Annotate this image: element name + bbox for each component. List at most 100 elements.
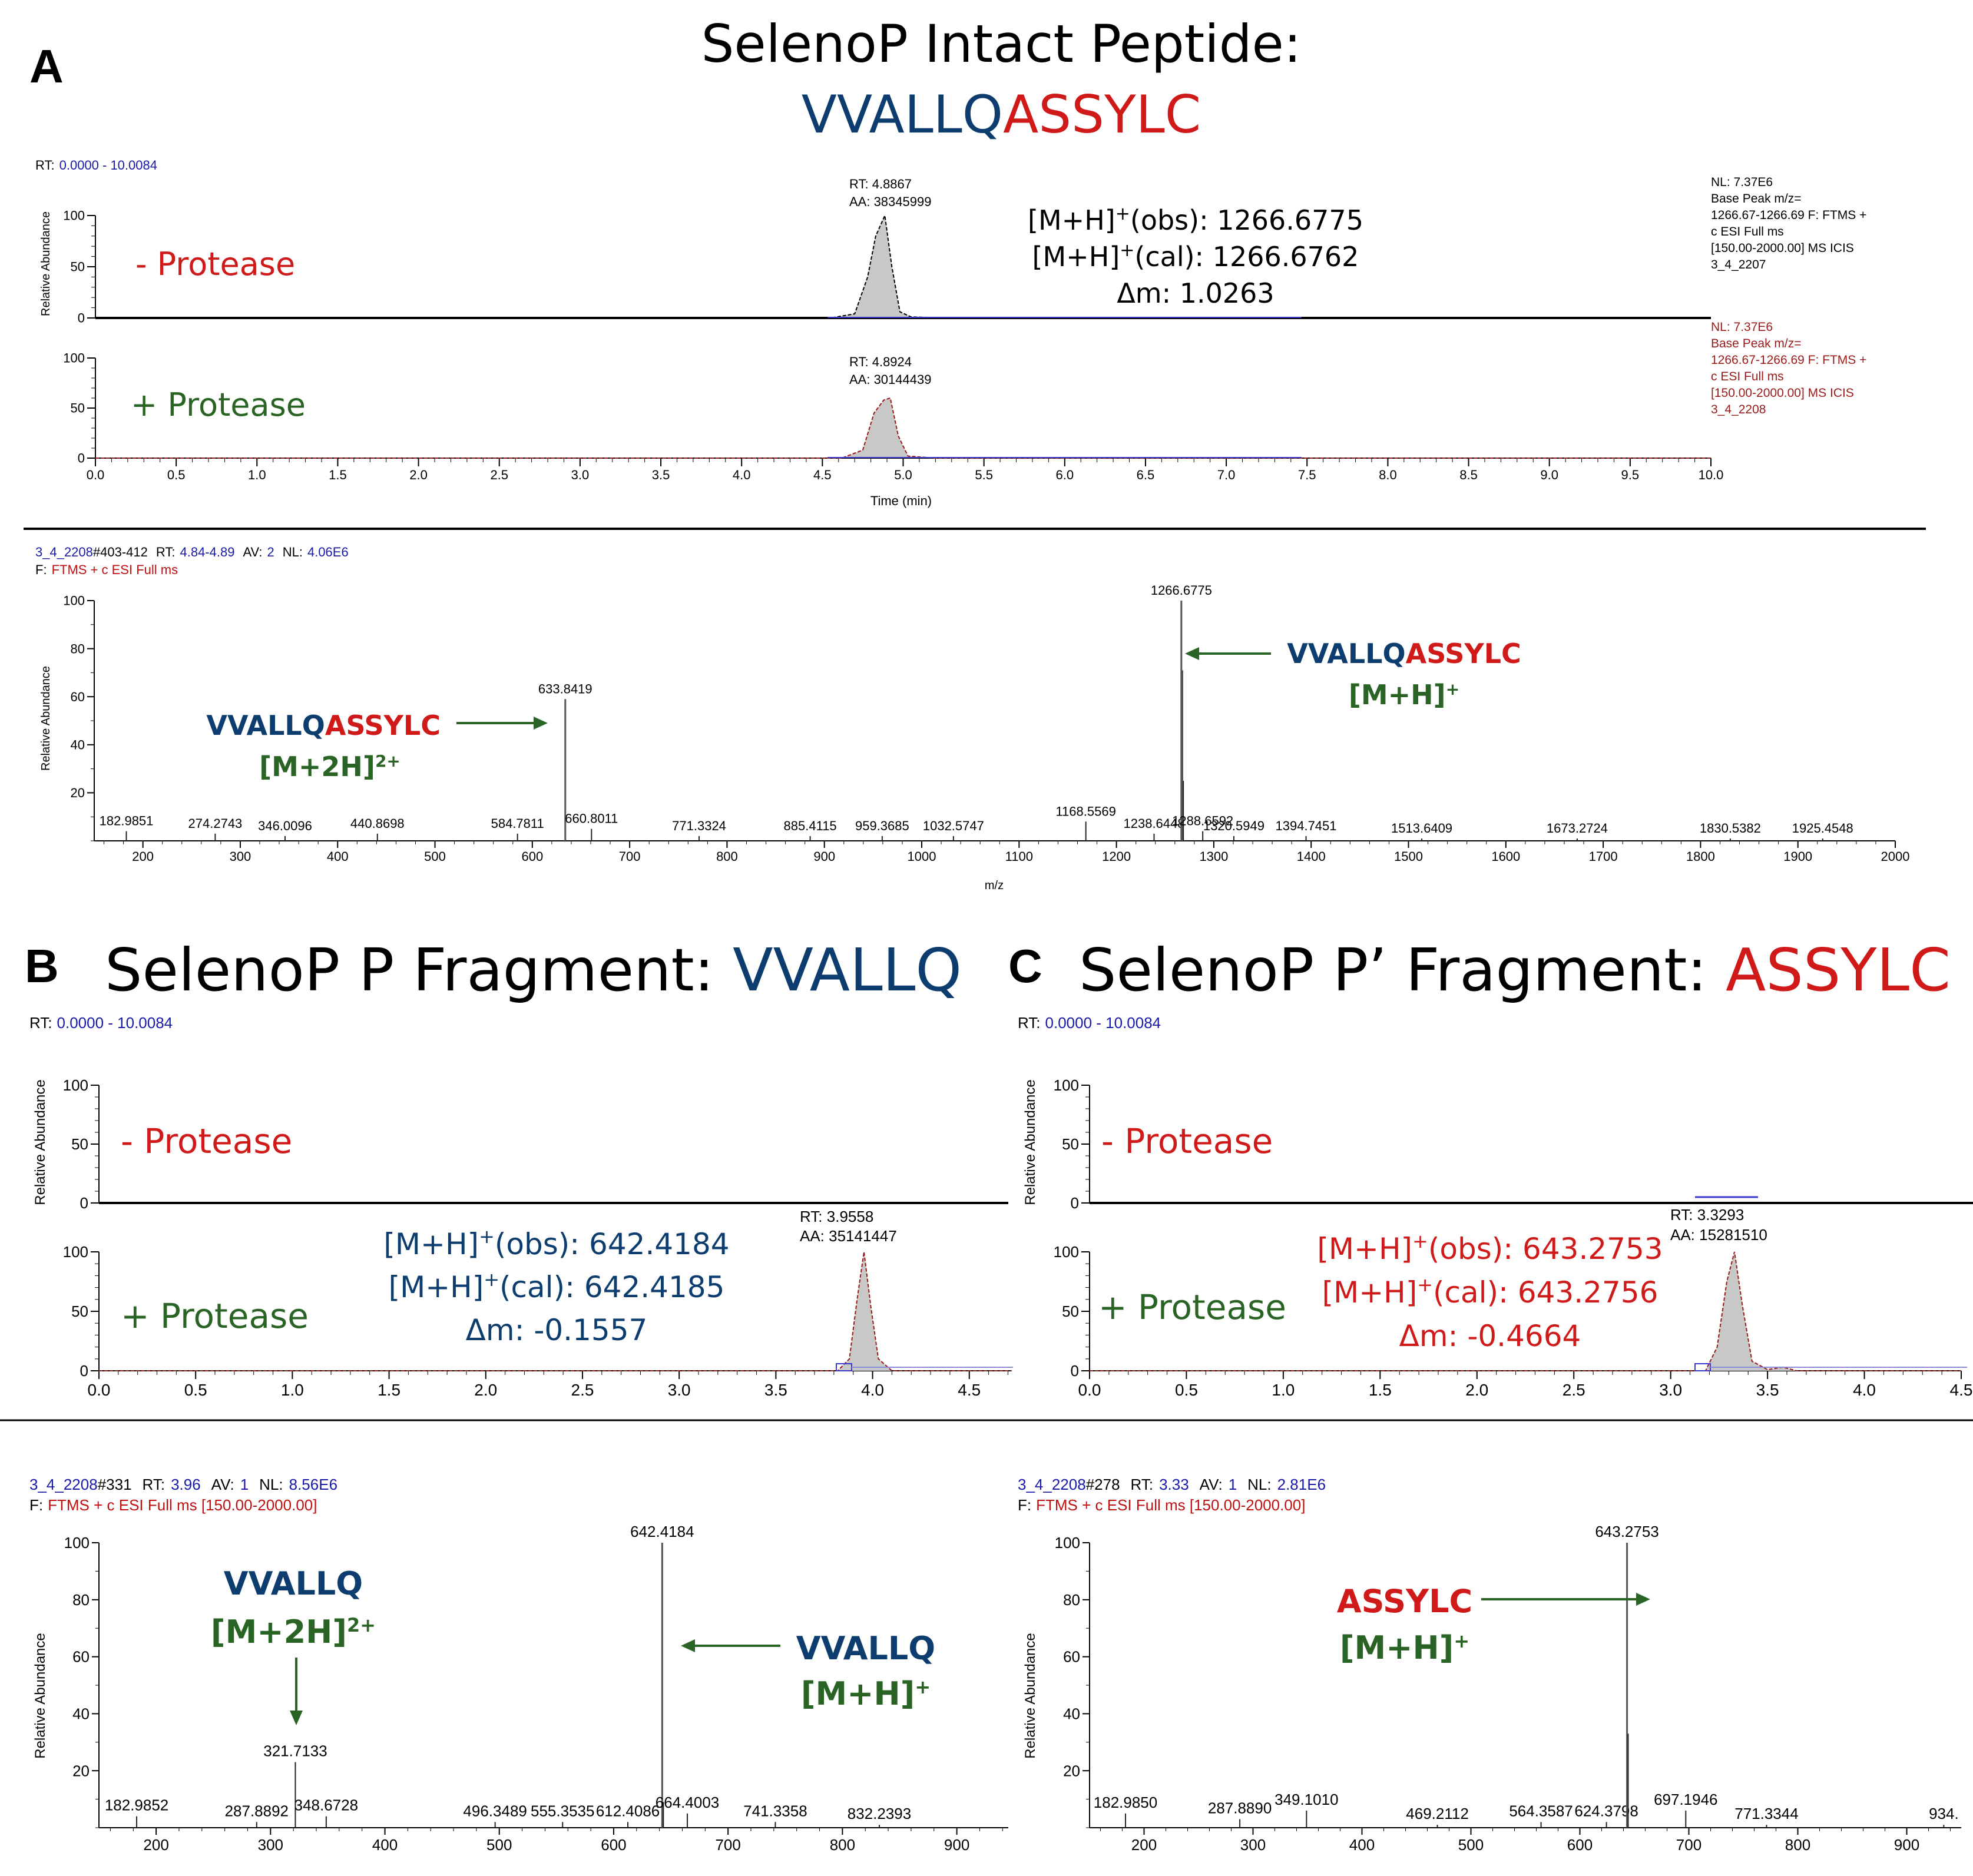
- x-tick-label: 6.0: [1056, 468, 1074, 482]
- x-tick-label: 900: [1894, 1836, 1919, 1854]
- y-tick-label: 100: [1054, 1243, 1079, 1261]
- panel-a-peak1-rt: RT: 4.8867: [849, 177, 912, 191]
- panel-b-title: SelenoP P Fragment: VVALLQ: [105, 936, 962, 1005]
- panel-a-mass-delta: Δm: 1.0263: [1117, 277, 1274, 309]
- panel-a-title-sequence: VVALLQASSYLC: [802, 84, 1201, 145]
- x-tick-label: 300: [258, 1836, 283, 1854]
- panel-a-ann2-ion: [M+H]+: [1349, 679, 1459, 711]
- peak-label: 349.1010: [1274, 1791, 1338, 1808]
- panel-c-ann-ion: [M+H]+: [1340, 1629, 1469, 1666]
- x-tick-label: 3.0: [1659, 1381, 1682, 1399]
- y-tick-label: 100: [63, 594, 85, 608]
- peak-label: 697.1946: [1654, 1791, 1717, 1808]
- peak-label: 1394.7451: [1276, 818, 1337, 833]
- y-tick-label: 80: [72, 1591, 90, 1609]
- x-tick-label: 2.0: [474, 1381, 497, 1399]
- x-tick-label: 8.5: [1459, 468, 1478, 482]
- peak-label: 1320.5949: [1203, 818, 1264, 833]
- panel-a-ann1-sequence: VVALLQASSYLC: [206, 710, 441, 741]
- y-tick-label: 100: [1054, 1076, 1079, 1094]
- y-tick-label: 20: [72, 1762, 90, 1779]
- y-tick-label: 40: [1063, 1705, 1080, 1723]
- y-tick-label: 40: [72, 1705, 90, 1723]
- panel-c-letter: C: [1008, 940, 1042, 992]
- panel-c-minus-protease-label: - Protease: [1101, 1121, 1273, 1161]
- panel-c-mass-delta: Δm: -0.4664: [1399, 1319, 1581, 1353]
- panel-a-peak1-aa: AA: 38345999: [849, 194, 931, 209]
- x-tick-label: 4.0: [861, 1381, 884, 1399]
- panel-b-spec-filter: F:FTMS + c ESI Full ms [150.00-2000.00]: [29, 1496, 317, 1514]
- x-tick-label: 2.5: [571, 1381, 594, 1399]
- x-tick-label: 500: [486, 1836, 512, 1854]
- panel-a-peak2-aa: AA: 30144439: [849, 372, 931, 387]
- peak-label: 660.8011: [565, 811, 618, 826]
- peak-label: 885.4115: [784, 818, 837, 833]
- x-tick-label: 1.5: [1369, 1381, 1392, 1399]
- nl-line: 1266.67-1266.69 F: FTMS +: [1711, 208, 1866, 222]
- x-tick-label: 1400: [1297, 849, 1326, 864]
- nl-line: c ESI Full ms: [1711, 225, 1784, 238]
- nl-line: 1266.67-1266.69 F: FTMS +: [1711, 353, 1866, 367]
- peak-label: 440.8698: [350, 816, 405, 831]
- rt-range: 0.0000 - 10.0084: [59, 158, 157, 173]
- peak-label: 555.3535: [531, 1802, 594, 1819]
- nl-line: Base Peak m/z=: [1711, 337, 1802, 350]
- x-tick-label: 300: [1240, 1836, 1266, 1854]
- panel-b-letter: B: [25, 940, 59, 992]
- y-tick-label: 100: [63, 1076, 88, 1094]
- x-tick-label: 1600: [1491, 849, 1520, 864]
- nl-line: [150.00-2000.00] MS ICIS: [1711, 386, 1854, 400]
- panel-a-chrom1-trace: [95, 213, 1711, 319]
- panel-a-ann1-arrowhead: [534, 717, 548, 730]
- panel-a-mass-cal: [M+H]+(cal): 1266.6762: [1032, 240, 1359, 273]
- x-tick-label: 1300: [1199, 849, 1228, 864]
- panel-a-minus-protease-label: - Protease: [135, 246, 295, 283]
- panel-c-mass-obs: [M+H]+(obs): 643.2753: [1317, 1230, 1663, 1266]
- y-tick-label: 100: [63, 351, 85, 366]
- panel-c-ann-sequence: ASSYLC: [1337, 1583, 1472, 1620]
- panel-a-seq-blue: VVALLQ: [802, 84, 1003, 145]
- y-tick-label: 0: [80, 1194, 88, 1212]
- y-tick-label: 60: [71, 690, 85, 704]
- y-tick-label: 0: [1071, 1194, 1079, 1212]
- x-tick-label: 600: [521, 849, 543, 864]
- peak-label: 287.8890: [1208, 1799, 1272, 1817]
- peak-label: 642.4184: [630, 1523, 694, 1540]
- panel-a-ann2-sequence: VVALLQASSYLC: [1287, 638, 1521, 669]
- x-tick-label: 200: [132, 849, 154, 864]
- panel-b-mass-cal: [M+H]+(cal): 642.4185: [389, 1268, 725, 1304]
- x-tick-label: 0.0: [1078, 1381, 1101, 1399]
- y-tick-label: 50: [71, 260, 85, 274]
- panel-a-chrom1-peak-fill: [830, 216, 952, 318]
- x-tick-label: 5.0: [894, 468, 912, 482]
- x-tick-label: 600: [1567, 1836, 1593, 1854]
- panel-a-ann1-ion: [M+2H]2+: [259, 751, 400, 783]
- x-tick-label: 1100: [1005, 849, 1033, 864]
- y-tick-label: 100: [64, 1534, 90, 1552]
- x-tick-label: 900: [813, 849, 835, 864]
- peak-label: 348.6728: [294, 1797, 358, 1814]
- panel-b-ann1-ion: [M+2H]2+: [211, 1613, 376, 1650]
- peak-label: 771.3324: [672, 818, 726, 833]
- panel-a-peak2-rt: RT: 4.8924: [849, 354, 912, 369]
- x-tick-label: 8.0: [1379, 468, 1397, 482]
- x-tick-label: 900: [944, 1836, 969, 1854]
- panel-c-peak-aa: AA: 15281510: [1670, 1226, 1767, 1244]
- y-tick-label: 50: [71, 401, 85, 416]
- panel-a-letter: A: [29, 40, 64, 92]
- x-tick-label: 0.5: [1175, 1381, 1198, 1399]
- panel-c-rt-header: RT:0.0000 - 10.0084: [1018, 1014, 1161, 1032]
- x-tick-label: 4.0: [1853, 1381, 1876, 1399]
- x-tick-label: 1200: [1102, 849, 1131, 864]
- x-tick-label: 3.5: [764, 1381, 787, 1399]
- panel-c-plus-protease-label: + Protease: [1098, 1287, 1286, 1327]
- nl-line: 3_4_2208: [1711, 403, 1766, 416]
- y-tick-label: 50: [71, 1302, 88, 1320]
- x-tick-label: 7.0: [1217, 468, 1236, 482]
